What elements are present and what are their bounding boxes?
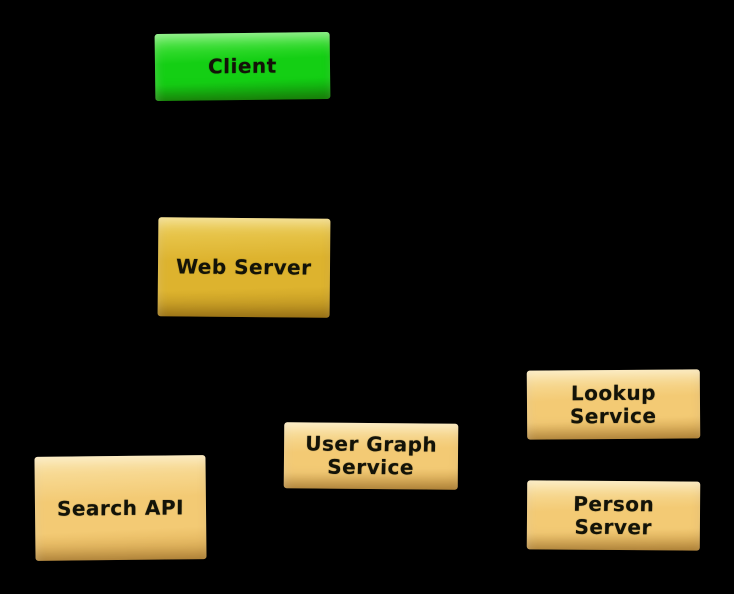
node-user-graph-service-label: User Graph Service [305, 431, 438, 480]
node-search-api-label: Search API [56, 494, 185, 521]
node-lookup-service-label: Lookup Service [569, 380, 657, 428]
node-person-server: Person Server [526, 480, 701, 551]
node-web-server-label: Web Server [175, 254, 313, 280]
node-person-server-label: Person Server [573, 491, 655, 539]
node-web-server: Web Server [157, 217, 331, 318]
node-client-label: Client [208, 53, 277, 79]
node-search-api: Search API [34, 455, 207, 561]
node-client: Client [154, 31, 331, 102]
node-user-graph-service: User Graph Service [283, 422, 459, 490]
node-lookup-service: Lookup Service [526, 369, 701, 440]
